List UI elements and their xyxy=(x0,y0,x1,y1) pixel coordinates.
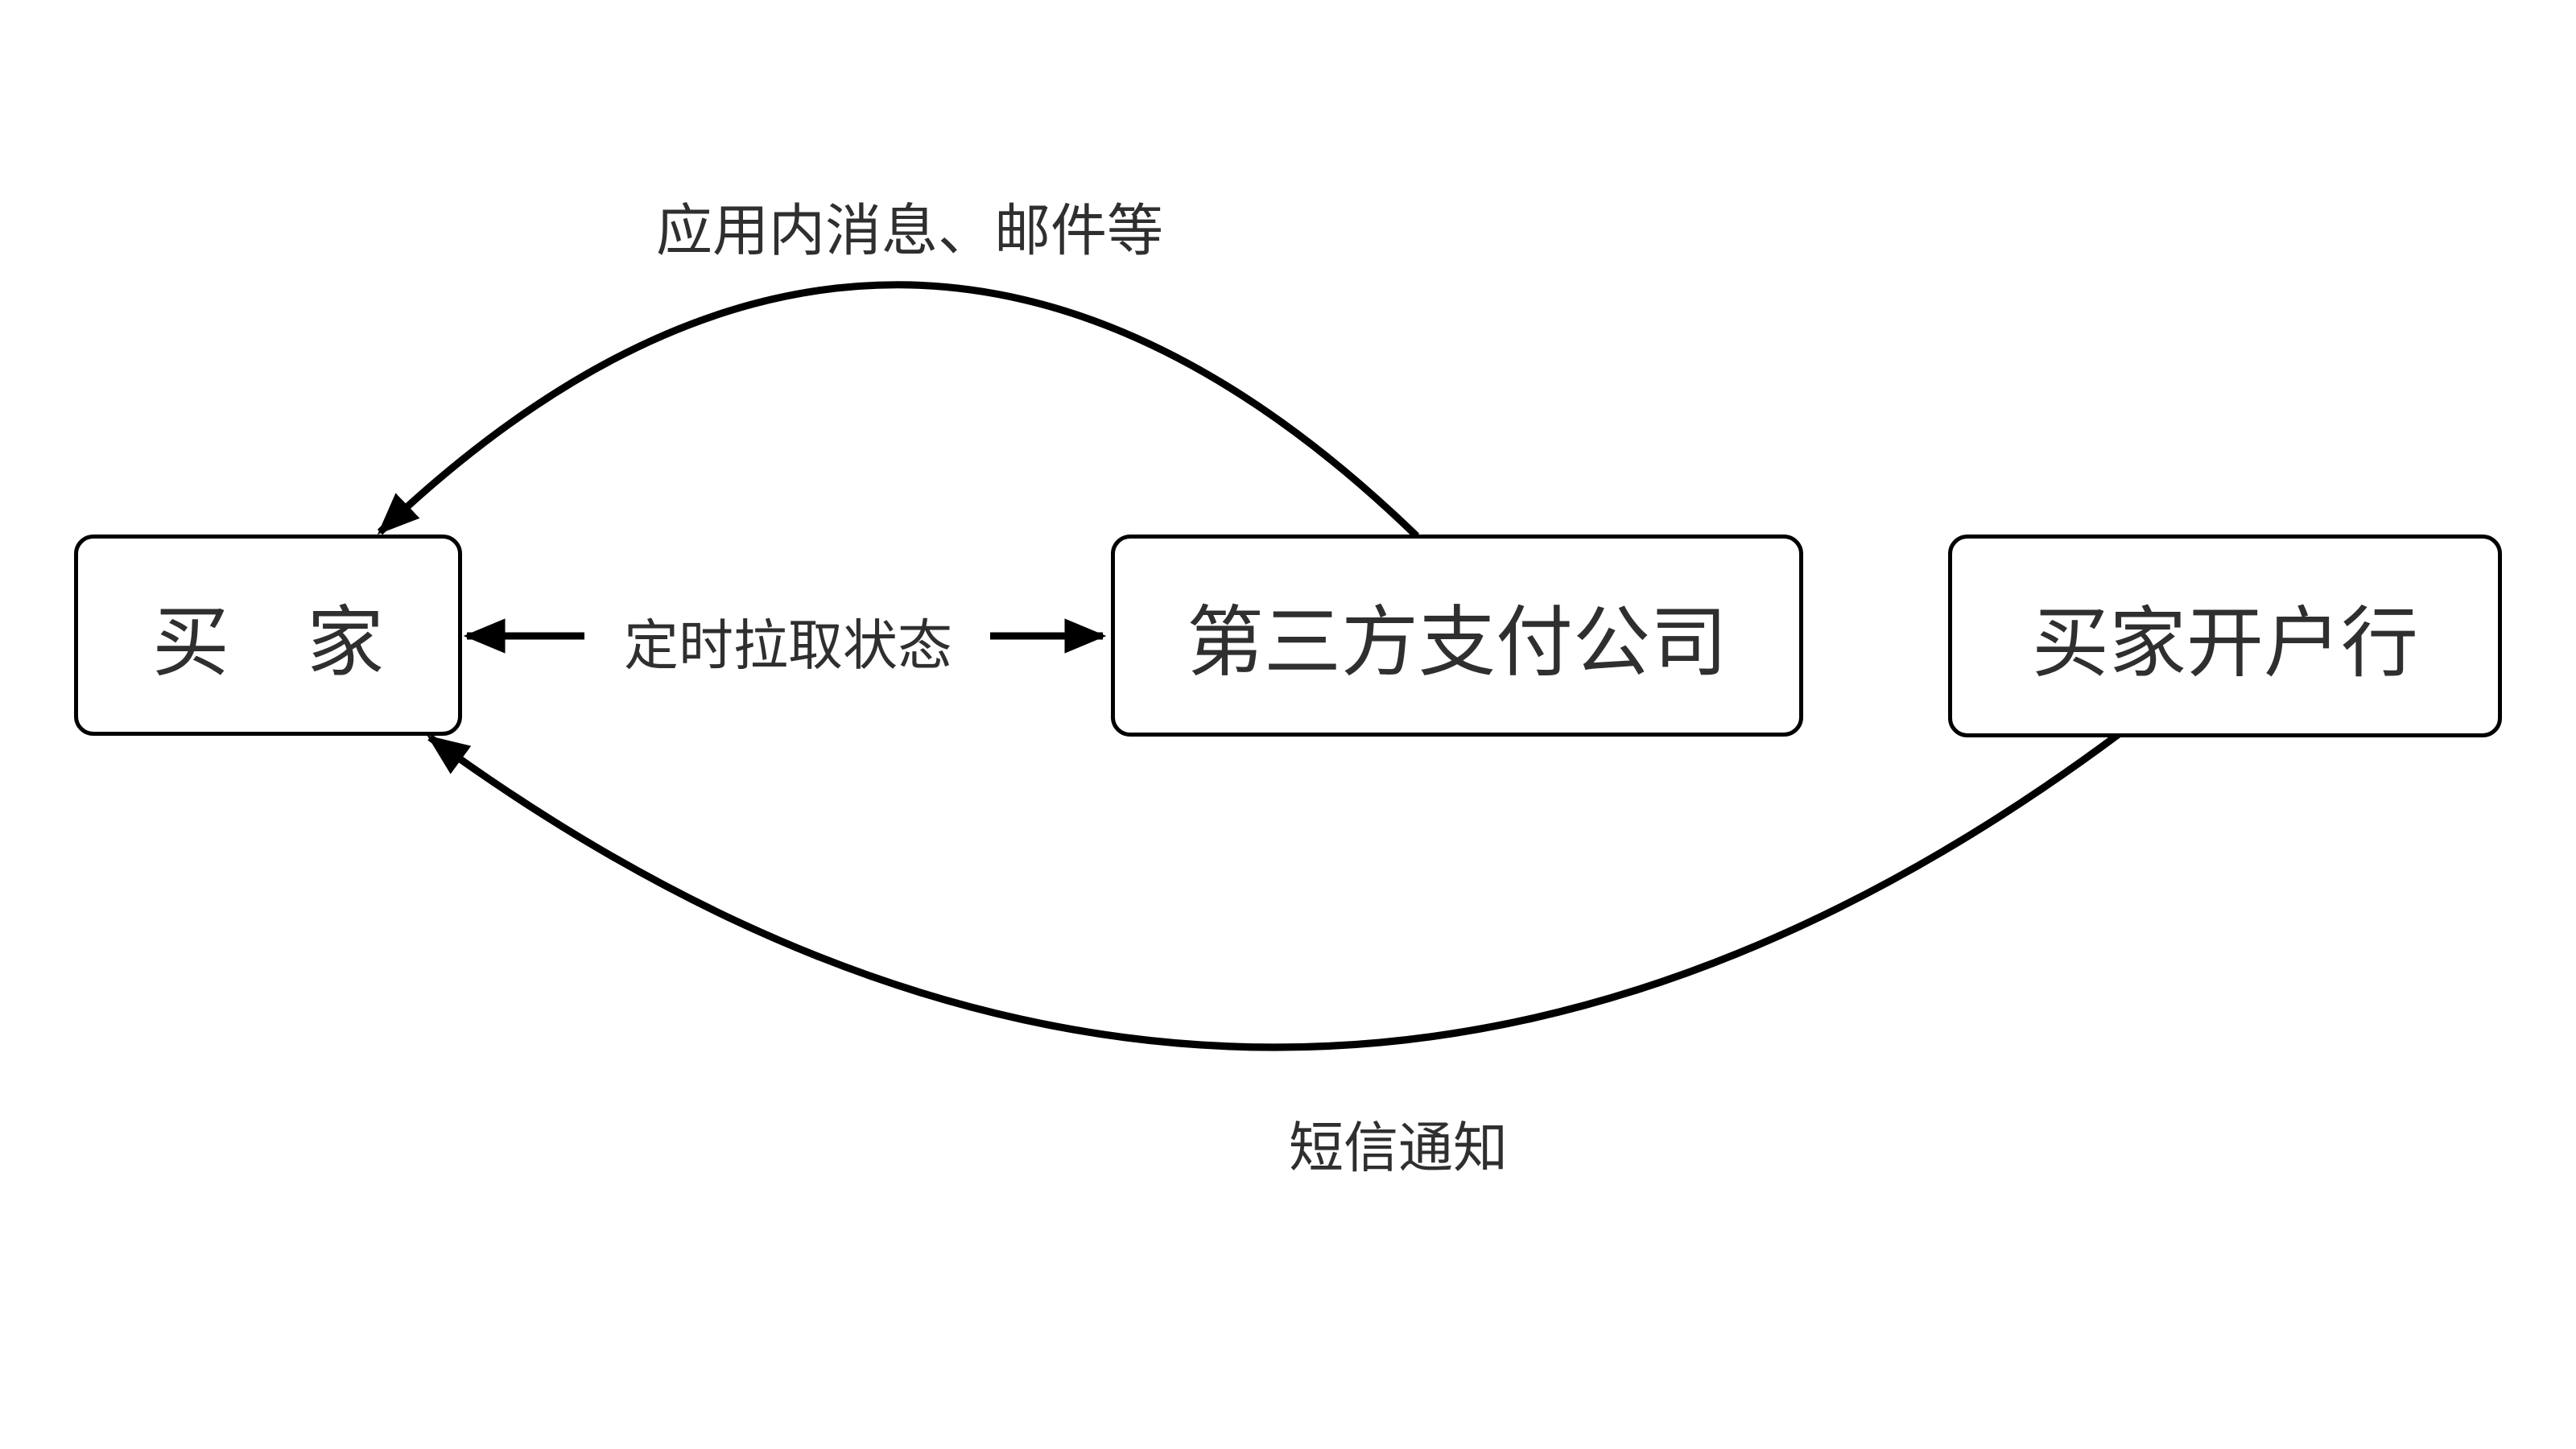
edge-label-poll-status: 定时拉取状态 xyxy=(623,615,953,677)
arc-sms-notify xyxy=(427,731,2121,1051)
arc-in-app-message xyxy=(377,281,1420,539)
node-buyer: 买 家 xyxy=(74,535,462,736)
edge-label-in-app-message: 应用内消息、邮件等 xyxy=(656,199,1163,262)
node-buyer-bank-label: 买家开户行 xyxy=(2032,600,2418,687)
node-buyer-bank: 买家开户行 xyxy=(1948,535,2502,737)
node-third-party-payment-label: 第三方支付公司 xyxy=(1187,600,1728,686)
node-third-party-payment: 第三方支付公司 xyxy=(1111,535,1803,737)
node-buyer-label: 买 家 xyxy=(152,599,384,686)
edge-label-sms-notify: 短信通知 xyxy=(1288,1117,1509,1179)
